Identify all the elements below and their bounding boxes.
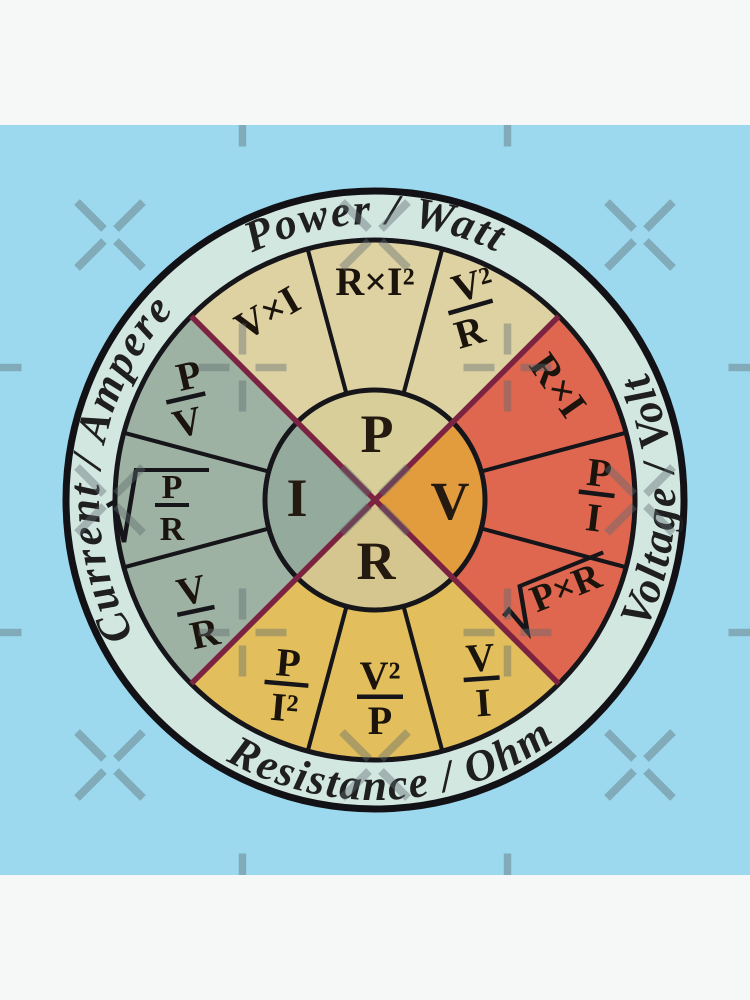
- center-letter-v: V: [431, 471, 470, 531]
- watermark-x-mark: [339, 464, 372, 497]
- watermark-x-mark: [604, 768, 637, 801]
- radical-sign: [105, 469, 139, 543]
- svg-text:P: P: [162, 469, 183, 506]
- formula-p-over-i2: P I²: [264, 639, 309, 731]
- formula-r-times-i-squared: R×I²: [335, 259, 414, 304]
- watermark-x-mark: [643, 729, 676, 762]
- watermark-x-mark: [113, 199, 146, 232]
- watermark-x-mark: [643, 238, 676, 271]
- watermark-pattern: [0, 125, 750, 875]
- svg-text:R: R: [160, 511, 185, 548]
- top-white-band: [0, 0, 750, 125]
- watermark-x-mark: [74, 503, 107, 536]
- hub-quadrant-power: [297, 389, 453, 500]
- svg-text:R×I²: R×I²: [335, 259, 414, 304]
- fraction-bar: [155, 503, 189, 507]
- svg-text:V²: V²: [360, 653, 401, 698]
- hub-quadrant-voltage: [375, 422, 486, 578]
- watermark-x-mark: [604, 729, 637, 762]
- center-letter-i: I: [286, 468, 307, 528]
- blue-background: Power / Watt Current / Ampere Resistance…: [0, 125, 750, 875]
- divider-diagonal-2: [189, 314, 561, 686]
- watermark-x-mark: [604, 238, 637, 271]
- watermark-x-mark: [604, 503, 637, 536]
- svg-text:P: P: [368, 698, 392, 743]
- watermark-x-mark: [643, 199, 676, 232]
- formula-sqrt-p-over-r: P R: [105, 468, 209, 548]
- hub-quadrant-current: [264, 422, 375, 578]
- fraction-bar: [264, 679, 309, 688]
- watermark-x-mark: [604, 464, 637, 497]
- bottom-white-band: [0, 875, 750, 1000]
- fraction-bar: [463, 675, 500, 683]
- fraction-bar: [447, 298, 494, 316]
- watermark-x-mark: [74, 238, 107, 271]
- watermark-x-mark: [378, 729, 411, 762]
- center-letter-p: P: [361, 404, 394, 464]
- hub-border: [262, 387, 488, 613]
- watermark-x-mark: [339, 503, 372, 536]
- watermark-x-mark: [74, 768, 107, 801]
- watermark-x-mark: [74, 464, 107, 497]
- formula-p-over-i: P I: [578, 449, 615, 541]
- watermark-x-mark: [339, 768, 372, 801]
- fraction-bar: [578, 489, 615, 499]
- watermark-x-mark: [378, 768, 411, 801]
- svg-text:P: P: [584, 449, 614, 497]
- formula-v2-over-p: V² P: [357, 653, 403, 743]
- watermark-x-mark: [113, 729, 146, 762]
- svg-text:I: I: [583, 494, 604, 541]
- formula-v-over-i: V I: [463, 634, 500, 725]
- center-letter-r: R: [357, 531, 397, 591]
- watermark-x-mark: [604, 199, 637, 232]
- watermark-x-mark: [378, 238, 411, 271]
- watermark-x-mark: [643, 768, 676, 801]
- watermark-x-mark: [113, 768, 146, 801]
- watermark-x-mark: [113, 503, 146, 536]
- fraction-bar: [357, 694, 403, 699]
- watermark-x-mark: [339, 199, 372, 232]
- fraction-bar: [165, 391, 206, 405]
- watermark-x-mark: [378, 199, 411, 232]
- watermark-x-mark: [643, 503, 676, 536]
- center-hub: [264, 389, 486, 611]
- radical-vinculum: [134, 468, 209, 472]
- watermark-x-mark: [74, 729, 107, 762]
- watermark-x-mark: [113, 238, 146, 271]
- svg-text:I²: I²: [269, 684, 300, 731]
- watermark-x-mark: [643, 464, 676, 497]
- svg-text:V: V: [464, 634, 496, 681]
- radical-vinculum: [517, 550, 604, 589]
- watermark-x-mark: [339, 729, 372, 762]
- svg-text:P: P: [274, 639, 302, 686]
- formula-p-over-v: P V: [165, 351, 207, 447]
- watermark-x-mark: [378, 464, 411, 497]
- radical-sign: [502, 585, 531, 640]
- watermark-x-mark: [74, 199, 107, 232]
- watermark-x-mark: [378, 503, 411, 536]
- fraction-bar: [176, 604, 215, 618]
- ohms-law-wheel: Power / Watt Current / Ampere Resistance…: [0, 125, 750, 875]
- watermark-x-mark: [339, 238, 372, 271]
- svg-text:I: I: [474, 679, 493, 725]
- hub-quadrant-resistance: [297, 500, 453, 611]
- watermark-x-mark: [113, 464, 146, 497]
- quadrant-dividers: [189, 314, 561, 686]
